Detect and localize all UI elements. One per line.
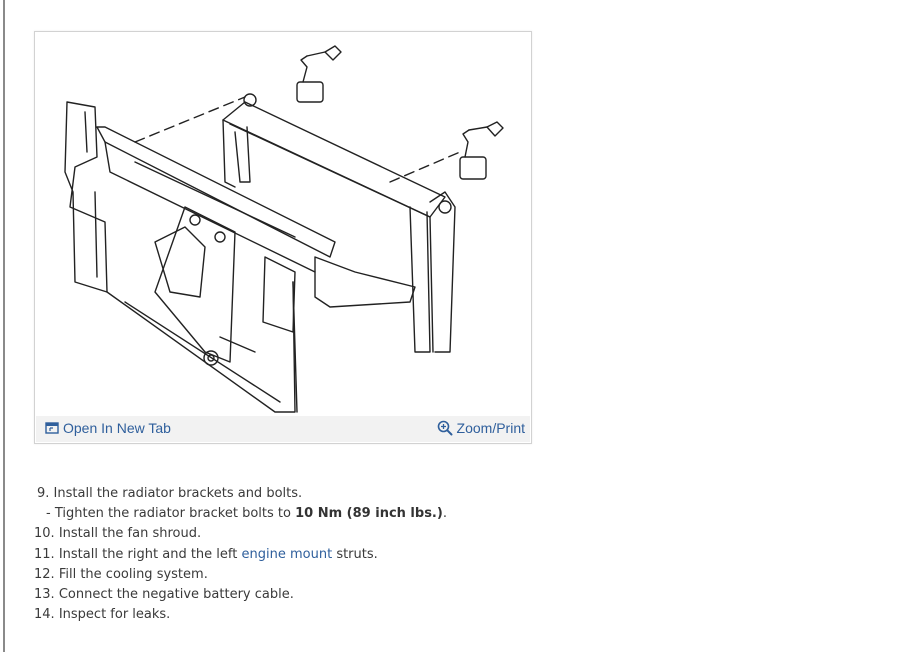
substep-text: Tighten the radiator bracket bolts to bbox=[54, 506, 291, 522]
step-number: 13. bbox=[34, 587, 55, 603]
magnifier-plus-icon bbox=[437, 420, 453, 436]
step-14: 14. Inspect for leaks. bbox=[34, 605, 634, 625]
step-13: 13. Connect the negative battery cable. bbox=[34, 585, 634, 605]
step-text-before: Install the right and the left bbox=[58, 546, 238, 562]
substep-end: . bbox=[442, 506, 447, 522]
open-in-new-tab-link[interactable]: Open In New Tab bbox=[45, 420, 171, 436]
substep-dash: - bbox=[46, 506, 51, 522]
substep-torque: - Tighten the radiator bracket bolts to … bbox=[34, 504, 634, 524]
step-number: 9. bbox=[37, 486, 50, 501]
open-in-new-tab-label: Open In New Tab bbox=[63, 420, 171, 436]
step-text: Install the fan shroud. bbox=[58, 526, 202, 542]
torque-value: 10 Nm (89 inch lbs.) bbox=[295, 506, 443, 522]
zoom-print-label: Zoom/Print bbox=[456, 420, 525, 436]
step-number: 11. bbox=[34, 546, 55, 562]
step-number: 14. bbox=[34, 607, 55, 623]
step-text: Fill the cooling system. bbox=[58, 566, 208, 582]
step-text: Install the radiator brackets and bolts. bbox=[53, 486, 303, 501]
step-12: 12. Fill the cooling system. bbox=[34, 565, 634, 585]
step-number: 12. bbox=[34, 566, 55, 582]
step-11: 11. Install the right and the left engin… bbox=[34, 545, 634, 565]
open-new-tab-icon bbox=[45, 422, 59, 434]
step-9: 9. Install the radiator brackets and bol… bbox=[34, 484, 634, 504]
left-border bbox=[3, 0, 5, 652]
step-text-after: struts. bbox=[336, 546, 378, 562]
radiator-figure: Open In New Tab Zoom/Print bbox=[34, 31, 532, 444]
step-text: Connect the negative battery cable. bbox=[58, 587, 294, 603]
step-10: 10. Install the fan shroud. bbox=[34, 524, 634, 544]
step-number: 10. bbox=[34, 526, 55, 542]
radiator-diagram bbox=[64, 45, 504, 413]
engine-mount-link[interactable]: engine mount bbox=[241, 546, 333, 562]
zoom-print-link[interactable]: Zoom/Print bbox=[437, 420, 525, 436]
figure-toolbar: Open In New Tab Zoom/Print bbox=[36, 416, 530, 442]
procedure-steps: 9. Install the radiator brackets and bol… bbox=[34, 484, 634, 625]
step-text: Inspect for leaks. bbox=[58, 607, 171, 623]
